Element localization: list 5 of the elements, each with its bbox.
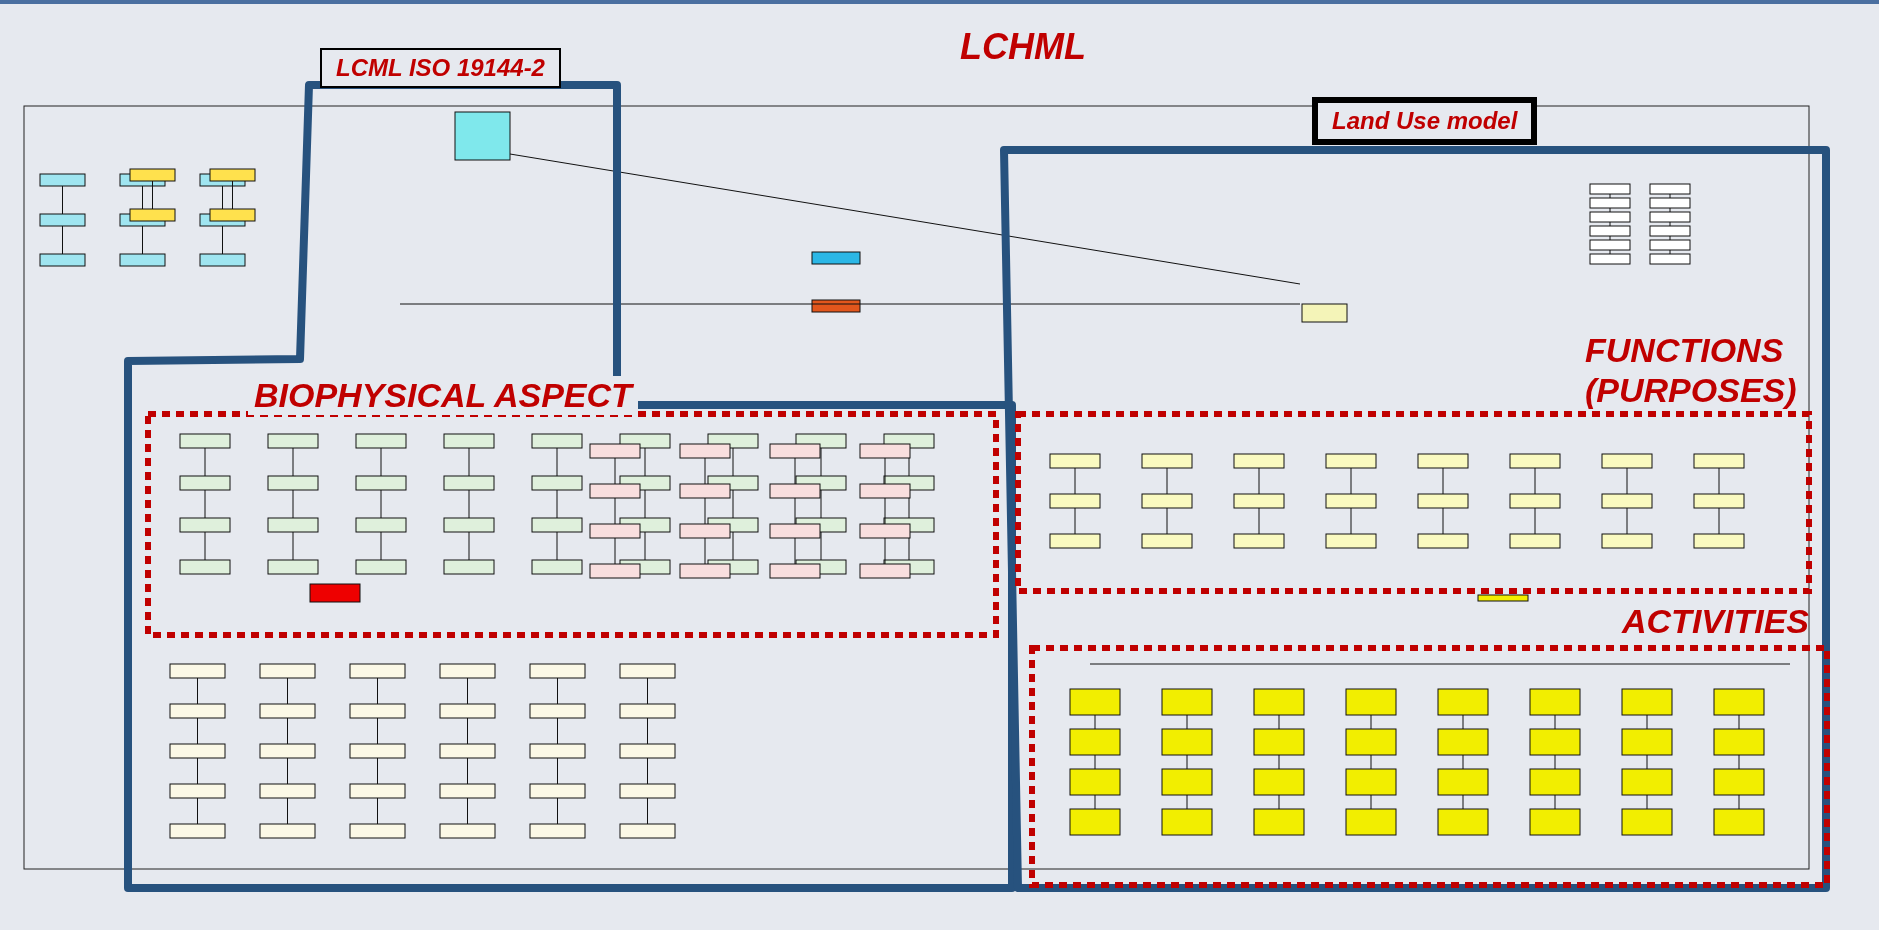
region-label: ACTIVITIES	[1622, 602, 1810, 641]
region-label: FUNCTIONS (PURPOSES)	[1585, 330, 1798, 410]
diagram-title: LCHML	[960, 26, 1086, 68]
region-label: Land Use model	[1312, 97, 1538, 145]
region-outline	[1002, 97, 1829, 891]
